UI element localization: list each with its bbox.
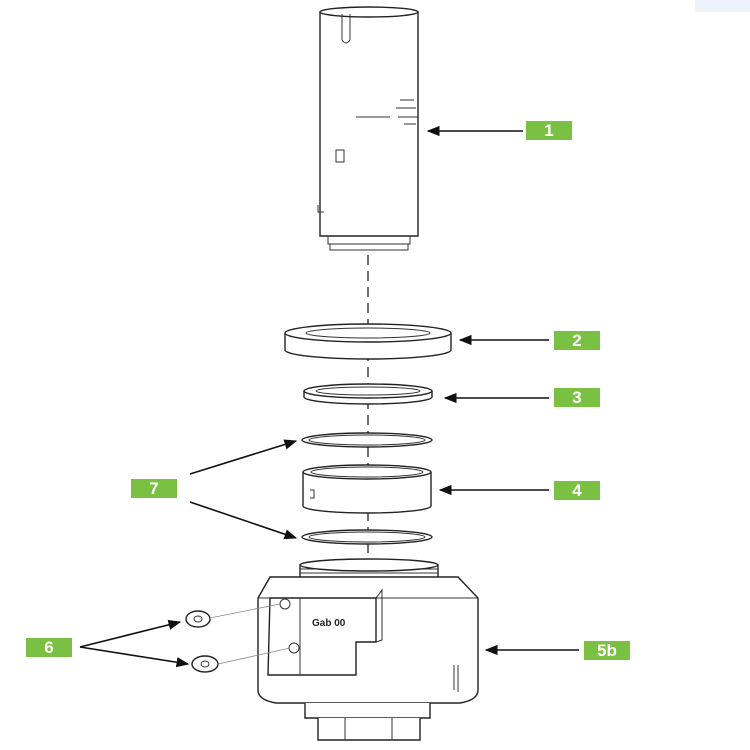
leader-7-upper bbox=[189, 439, 298, 475]
housing-marking: Gab 00 bbox=[312, 618, 346, 629]
part-1-tube bbox=[317, 6, 419, 251]
part-7-o-ring-lower bbox=[301, 529, 433, 545]
leader-7-lower bbox=[189, 501, 298, 540]
corner-artifact bbox=[695, 0, 750, 12]
callout-4: 4 bbox=[554, 481, 600, 500]
callout-6: 6 bbox=[26, 638, 72, 657]
callout-5b: 5b bbox=[584, 641, 630, 660]
callout-3: 3 bbox=[554, 388, 600, 407]
part-5b-housing: Gab 00 bbox=[257, 558, 479, 741]
part-7-o-ring-upper bbox=[301, 432, 433, 448]
leader-6-upper bbox=[79, 619, 182, 648]
callout-1: 1 bbox=[526, 121, 572, 140]
callout-7: 7 bbox=[131, 479, 177, 498]
part-6-screw-upper bbox=[185, 610, 211, 628]
callout-2: 2 bbox=[554, 331, 600, 350]
part-2-ring bbox=[284, 323, 452, 360]
part-3-washer bbox=[303, 383, 433, 405]
leader-6-lower bbox=[79, 646, 190, 668]
part-4-sleeve bbox=[302, 464, 432, 514]
scale-markings bbox=[356, 99, 418, 125]
part-6-screw-lower bbox=[191, 655, 219, 673]
